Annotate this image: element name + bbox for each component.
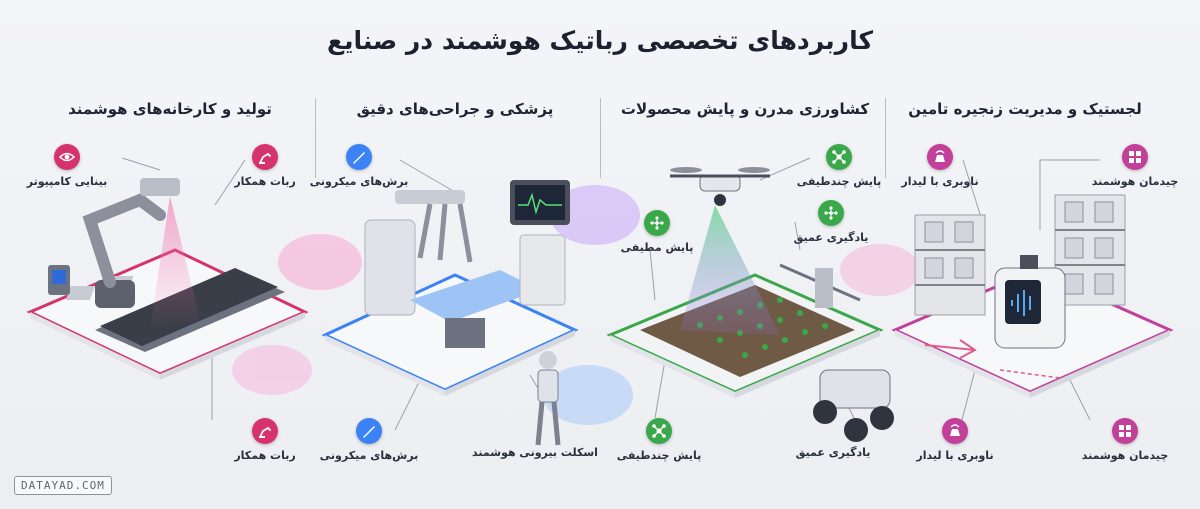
callout-deep-learning-bottom: یادگیری عمیق	[795, 446, 871, 459]
callout-lidar-nav-bottom: ناوبری با لیدار	[900, 418, 1010, 462]
callout-spectral-monitoring: پایش مطیفی	[602, 210, 712, 254]
section-divider	[315, 98, 316, 178]
grid-icon	[1129, 151, 1141, 163]
section-title-agriculture: کشاورزی مدرن و پایش محصولات	[620, 100, 870, 118]
callout-micro-cuts-top: برش‌های میکرونی	[304, 144, 414, 188]
lidar-icon	[950, 424, 960, 436]
drone-icon	[652, 424, 666, 438]
callout-multispectral-bottom: پایش چندطیفی	[604, 418, 714, 462]
section-divider	[600, 98, 601, 178]
section-title-logistics: لجستیک و مدیریت زنجیره تامین	[908, 100, 1142, 118]
medical-platform	[321, 180, 579, 446]
robot-arm-icon	[259, 152, 271, 164]
neural-glow	[232, 185, 920, 425]
section-divider	[885, 98, 886, 178]
callout-smart-arrangement-bottom: چیدمان هوشمند	[1070, 418, 1180, 462]
page-title: کاربردهای تخصصی رباتیک هوشمند در صنایع	[327, 26, 873, 55]
callout-cobot-bottom: ربات همکار	[210, 418, 320, 462]
callout-smart-arrangement-top: چیدمان هوشمند	[1080, 144, 1190, 188]
watermark: DATAYAD.COM	[14, 476, 112, 495]
section-title-medical: پزشکی و جراحی‌های دقیق	[356, 100, 554, 118]
neural-icon	[824, 206, 838, 220]
callout-deep-learning-top: یادگیری عمیق	[776, 200, 886, 244]
manufacturing-platform	[26, 178, 309, 380]
callout-smart-exoskeleton: اسکلت بیرونی هوشمند	[472, 446, 598, 459]
grid-icon	[1119, 425, 1131, 437]
agriculture-platform	[606, 167, 894, 442]
eye-icon	[59, 152, 75, 162]
section-title-manufacturing: تولید و کارخانه‌های هوشمند	[68, 100, 272, 118]
scalpel-icon	[353, 152, 365, 164]
callout-lidar-nav-top: ناوبری با لیدار	[885, 144, 995, 188]
lidar-icon	[935, 150, 945, 162]
callout-computer-vision: بینایی کامپیوتر	[12, 144, 122, 188]
callout-cobot-top: ربات همکار	[210, 144, 320, 188]
robot-arm-icon	[259, 426, 271, 438]
callout-multispectral-top: پایش چندطیفی	[784, 144, 894, 188]
callout-micro-cuts-bottom: برش‌های میکرونی	[314, 418, 424, 462]
neural-icon	[650, 216, 664, 230]
scalpel-icon	[363, 426, 375, 438]
drone-icon	[832, 150, 846, 164]
logistics-platform	[891, 194, 1174, 398]
